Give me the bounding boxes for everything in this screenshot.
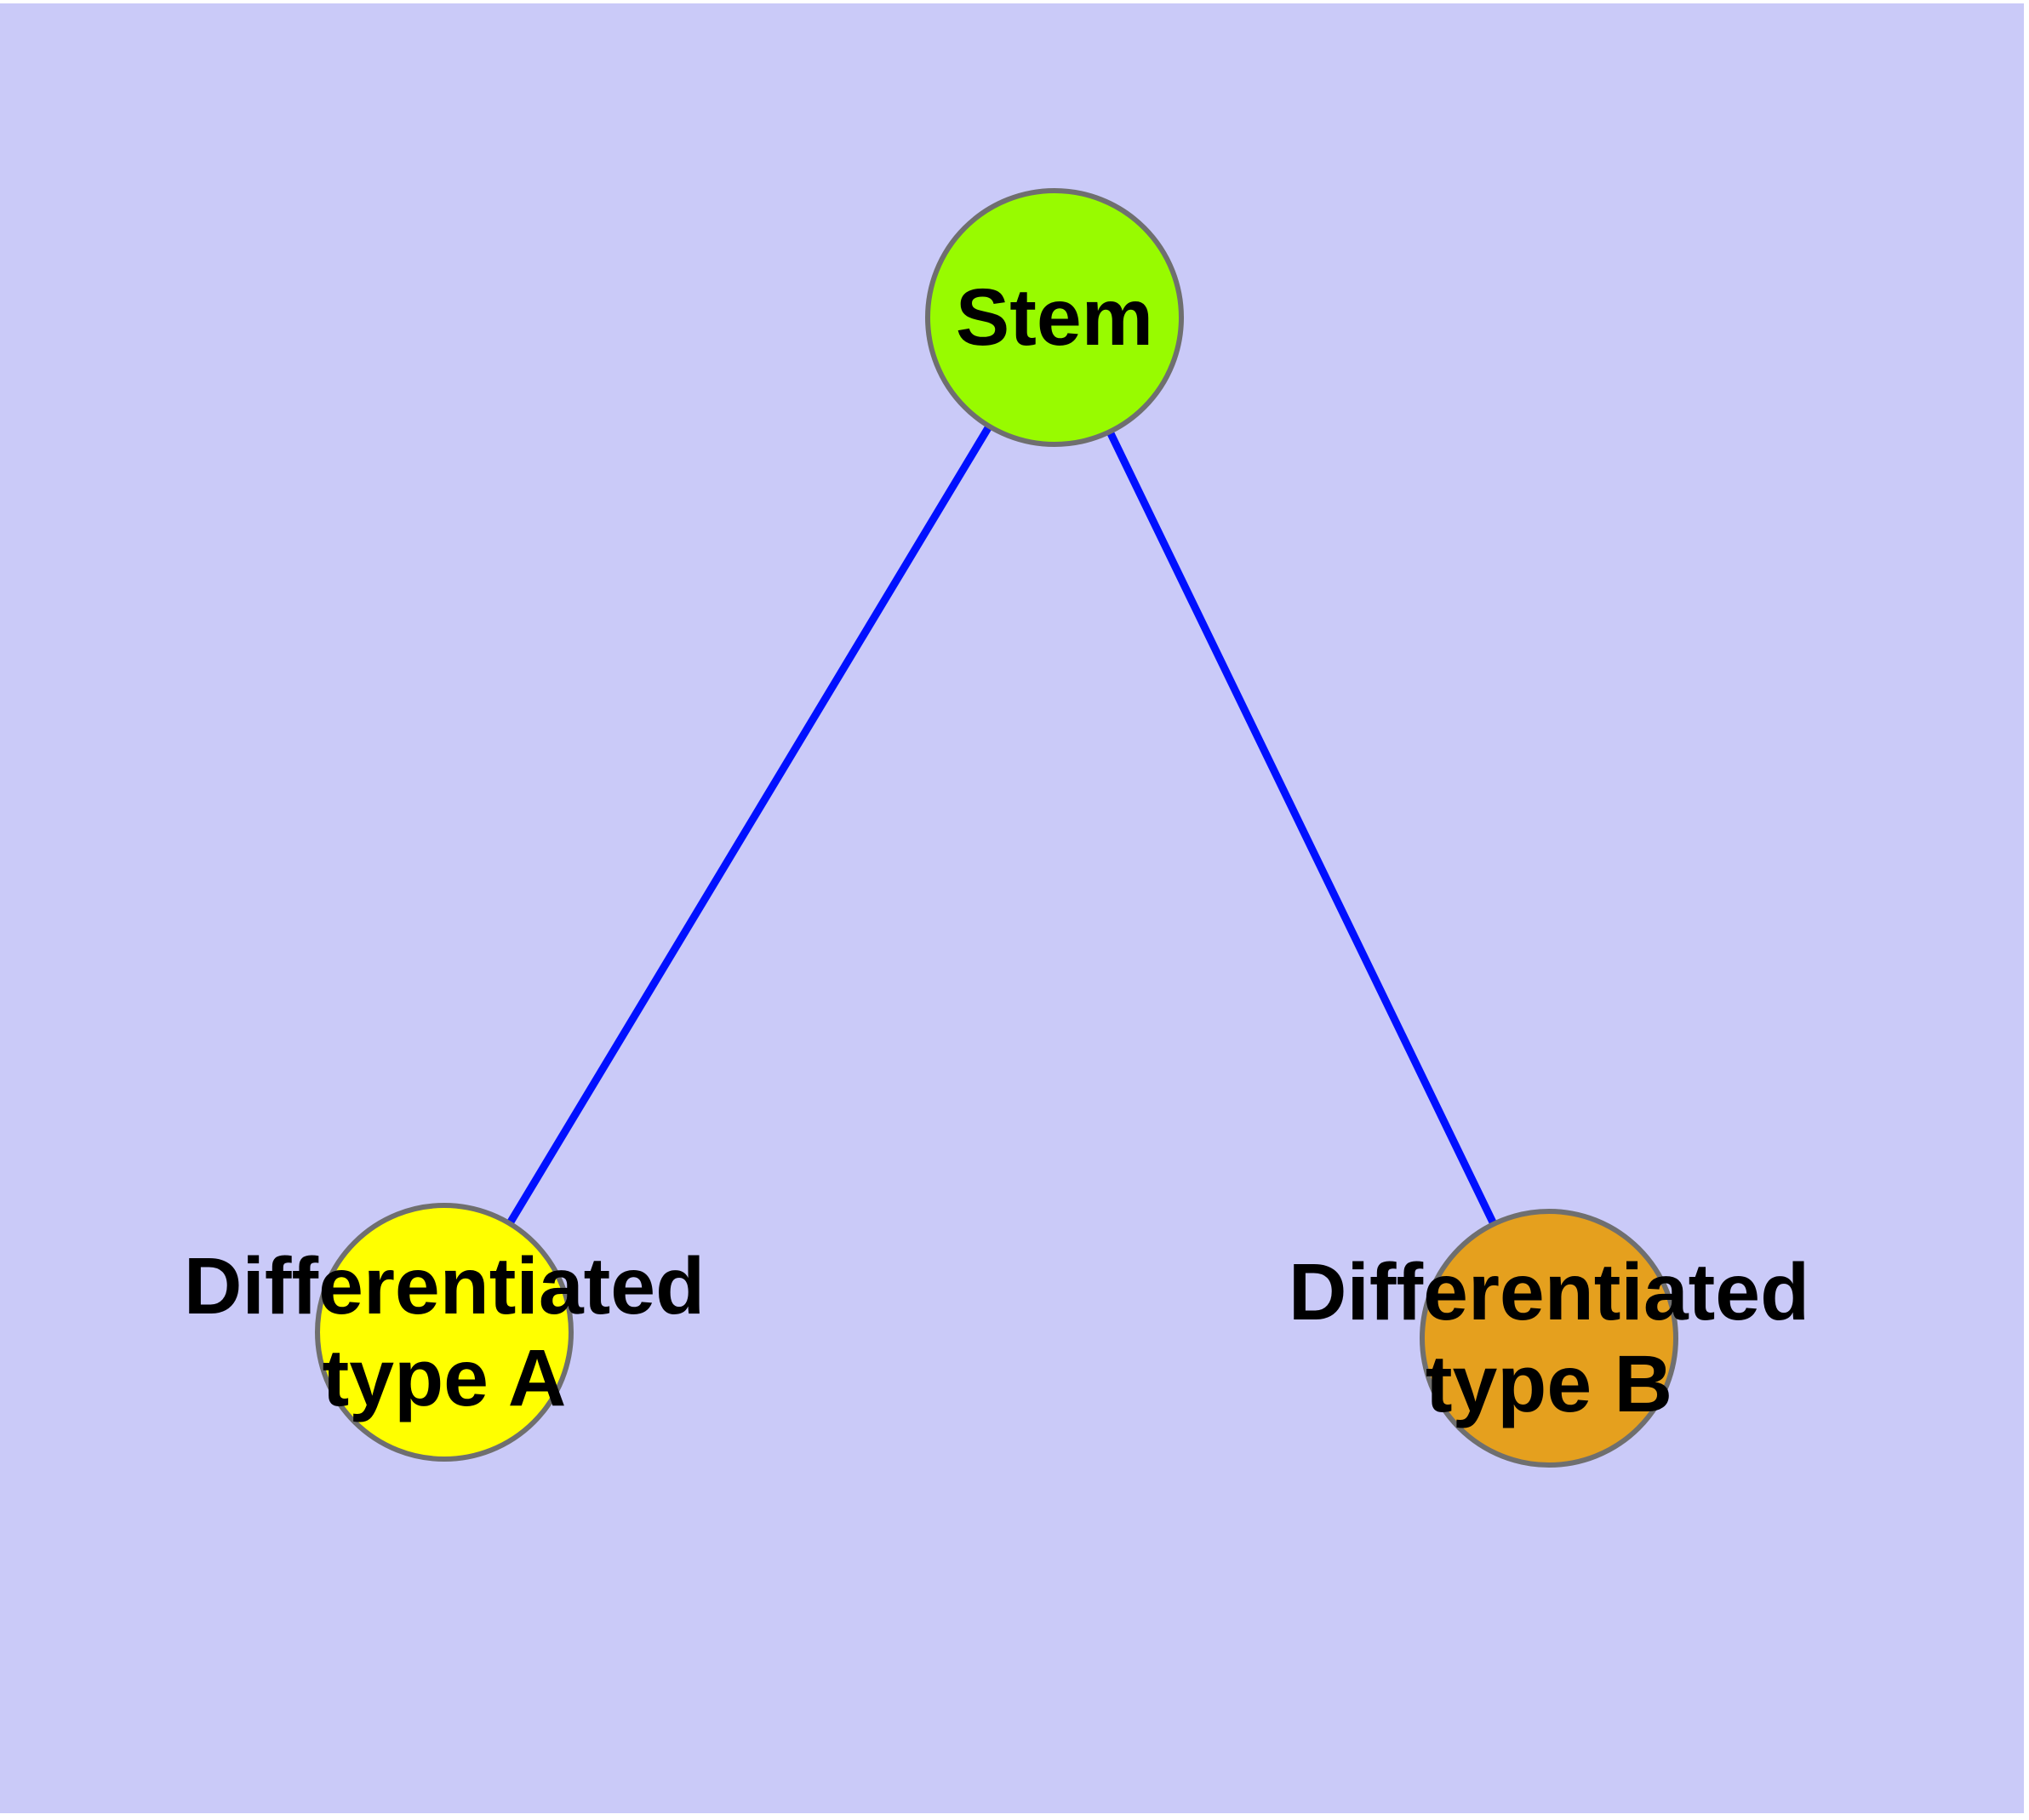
edge-stem-to-type-b xyxy=(1050,316,1553,1340)
node-differentiated-type-a xyxy=(315,1203,574,1462)
node-differentiated-type-a-label-line1: Differentiated xyxy=(183,1241,706,1331)
node-differentiated-type-b-label-line1: Differentiated xyxy=(1288,1247,1810,1337)
node-stem xyxy=(925,188,1184,447)
edge-stem-to-type-a xyxy=(441,315,1058,1335)
node-stem-label-line1: Stem xyxy=(955,272,1154,363)
node-stem-label: Stem xyxy=(956,272,1153,363)
node-differentiated-type-a-label-line2: type A xyxy=(322,1333,567,1423)
node-differentiated-type-b-label: Differentiated type B xyxy=(1289,1246,1809,1430)
node-differentiated-type-b xyxy=(1420,1209,1678,1468)
node-differentiated-type-a-label: Differentiated type A xyxy=(184,1240,705,1424)
node-differentiated-type-b-label-line2: type B xyxy=(1425,1339,1673,1429)
